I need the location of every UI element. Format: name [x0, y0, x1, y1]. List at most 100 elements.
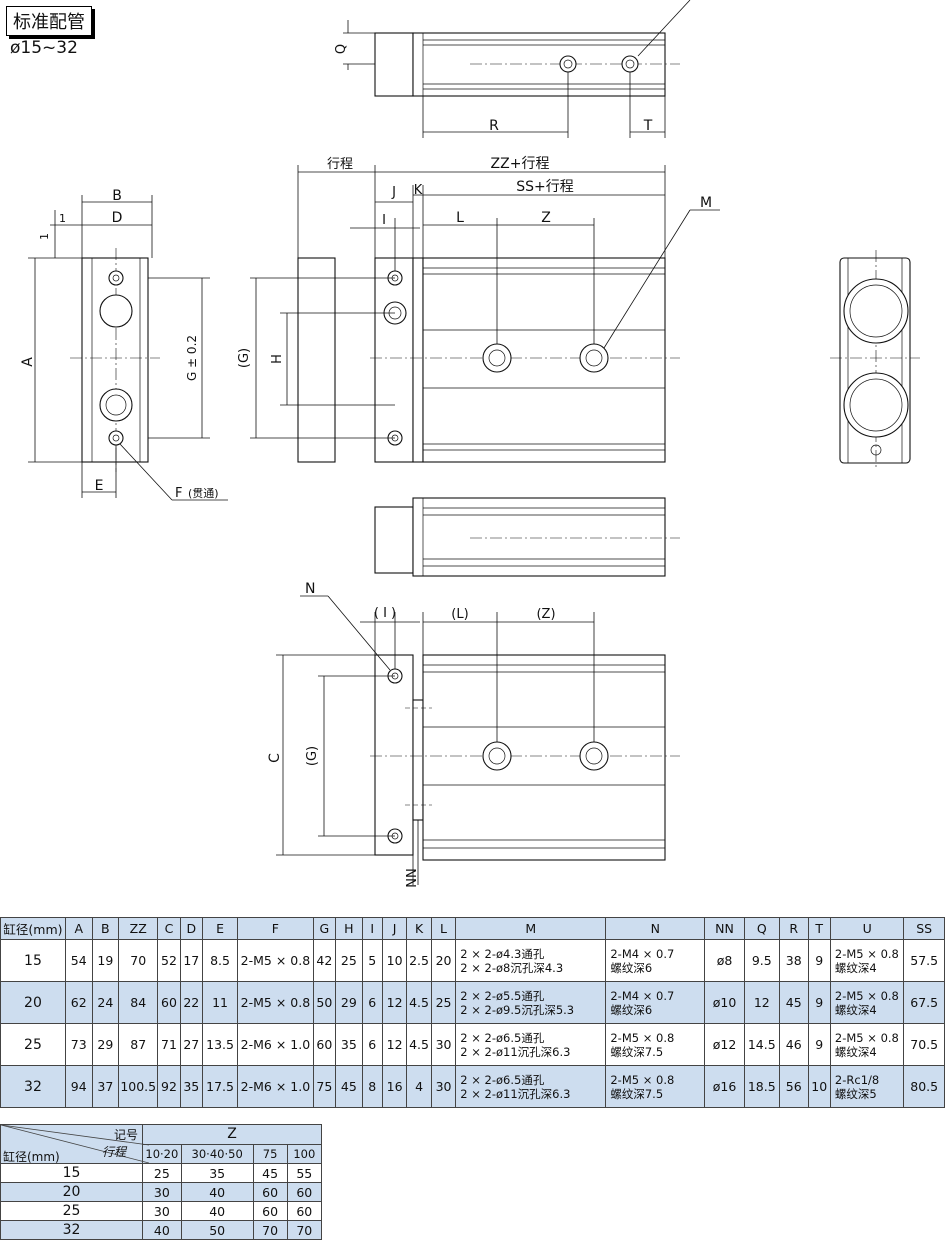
table-cell: 2 × 2-ø6.5通孔 2 × 2-ø11沉孔深6.3	[455, 1065, 607, 1108]
table-cell: ø8	[704, 939, 745, 982]
table-cell: 6	[361, 981, 383, 1024]
label-E: E	[95, 478, 104, 494]
table-cell: 16	[381, 1065, 408, 1108]
label-G-paren: (G)	[237, 348, 252, 368]
label-I-paren: ( I )	[374, 606, 396, 621]
z-table-cell: 45	[252, 1163, 288, 1183]
table-cell: 12	[381, 1023, 408, 1066]
z-table-cell: 60	[252, 1182, 288, 1202]
column-header: L	[430, 917, 457, 940]
table-cell: 9	[807, 1023, 831, 1066]
column-header: Q	[743, 917, 780, 940]
table-cell: 38	[778, 939, 809, 982]
table-cell: 2-M4 × 0.7 螺纹深6	[605, 981, 706, 1024]
table-cell: 10	[381, 939, 408, 982]
table-cell: 9	[807, 939, 831, 982]
column-header: K	[406, 917, 432, 940]
table-cell: 75	[312, 1065, 337, 1108]
table-cell: 25	[430, 981, 457, 1024]
label-zz: ZZ+行程	[491, 156, 550, 172]
z-table-cell: 50	[180, 1220, 254, 1240]
table-cell: 4.5	[406, 1023, 432, 1066]
label-stroke: 行程	[327, 157, 353, 172]
z-table-cell: 25	[0, 1201, 143, 1221]
table-cell: ø12	[704, 1023, 745, 1066]
table-cell: 80.5	[903, 1065, 945, 1108]
column-header: B	[91, 917, 120, 940]
column-header: I	[361, 917, 383, 940]
label-Z: Z	[541, 210, 551, 226]
table-cell: 60	[312, 1023, 337, 1066]
label-Q: Q	[334, 44, 349, 54]
z-corner-mid: 行程	[101, 1145, 126, 1159]
z-table-cell: 70	[286, 1220, 323, 1240]
table-cell: 2-M5 × 0.8 螺纹深4	[829, 1023, 905, 1066]
label-Z-paren: (Z)	[536, 607, 555, 622]
label-one-a: 1	[59, 212, 66, 225]
column-header: G	[312, 917, 337, 940]
table-cell: 12	[743, 981, 780, 1024]
z-table-cell: 15	[0, 1163, 143, 1183]
z-table-cell: 60	[286, 1182, 323, 1202]
label-G-paren-2: (G)	[305, 746, 320, 766]
label-ss: SS+行程	[516, 179, 574, 195]
table-cell: 24	[91, 981, 120, 1024]
z-group-header: Z	[142, 1124, 322, 1145]
column-header: 缸径(mm)	[0, 917, 66, 940]
column-header: NN	[704, 917, 745, 940]
label-I: I	[382, 213, 386, 228]
end-view	[830, 250, 920, 470]
column-header: J	[381, 917, 408, 940]
label-B: B	[112, 188, 122, 204]
table-cell: 56	[778, 1065, 809, 1108]
bottom-view	[374, 497, 680, 577]
table-cell: 9.5	[743, 939, 780, 982]
z-table-cell: 70	[252, 1220, 288, 1240]
table-cell: 84	[118, 981, 159, 1024]
table-cell: 2 × 2-ø5.5通孔 2 × 2-ø9.5沉孔深5.3	[455, 981, 607, 1024]
table-cell: 2-M5 × 0.8	[237, 939, 314, 982]
technical-drawing: Q R T B D 1 1 A	[20, 0, 920, 888]
column-header: R	[778, 917, 809, 940]
table-cell: 25	[0, 1023, 66, 1066]
column-header: C	[157, 917, 181, 940]
table-cell: 30	[430, 1023, 457, 1066]
stroke-header: 30·40·50	[180, 1143, 254, 1164]
table-cell: 2-M5 × 0.8 螺纹深7.5	[605, 1023, 706, 1066]
table-cell: 42	[312, 939, 337, 982]
table-cell: 11	[201, 981, 239, 1024]
table-cell: 35	[335, 1023, 363, 1066]
table-cell: 57.5	[903, 939, 945, 982]
table-cell: 2-Rc1/8 螺纹深5	[829, 1065, 905, 1108]
table-cell: 35	[179, 1065, 203, 1108]
table-cell: 4	[406, 1065, 432, 1108]
table-cell: 62	[64, 981, 93, 1024]
table-cell: 30	[430, 1065, 457, 1108]
table-cell: 25	[335, 939, 363, 982]
table-cell: 54	[64, 939, 93, 982]
table-cell: 15	[0, 939, 66, 982]
label-H: H	[270, 354, 285, 364]
table-cell: 87	[118, 1023, 159, 1066]
table-cell: 50	[312, 981, 337, 1024]
table-cell: 71	[157, 1023, 181, 1066]
table-cell: 8	[361, 1065, 383, 1108]
table-cell: 2-M6 × 1.0	[237, 1023, 314, 1066]
label-N: N	[305, 581, 315, 597]
z-table-corner: 记号 行程 缸径(mm)	[0, 1124, 149, 1164]
label-L-paren: (L)	[451, 607, 468, 622]
table-cell: 52	[157, 939, 181, 982]
z-corner-top: 记号	[113, 1128, 138, 1142]
table-cell: 18.5	[743, 1065, 780, 1108]
table-cell: 17.5	[201, 1065, 239, 1108]
label-J: J	[391, 185, 396, 200]
table-cell: 20	[0, 981, 66, 1024]
z-table-cell: 30	[142, 1182, 182, 1202]
stroke-header: 10·20	[142, 1143, 182, 1164]
